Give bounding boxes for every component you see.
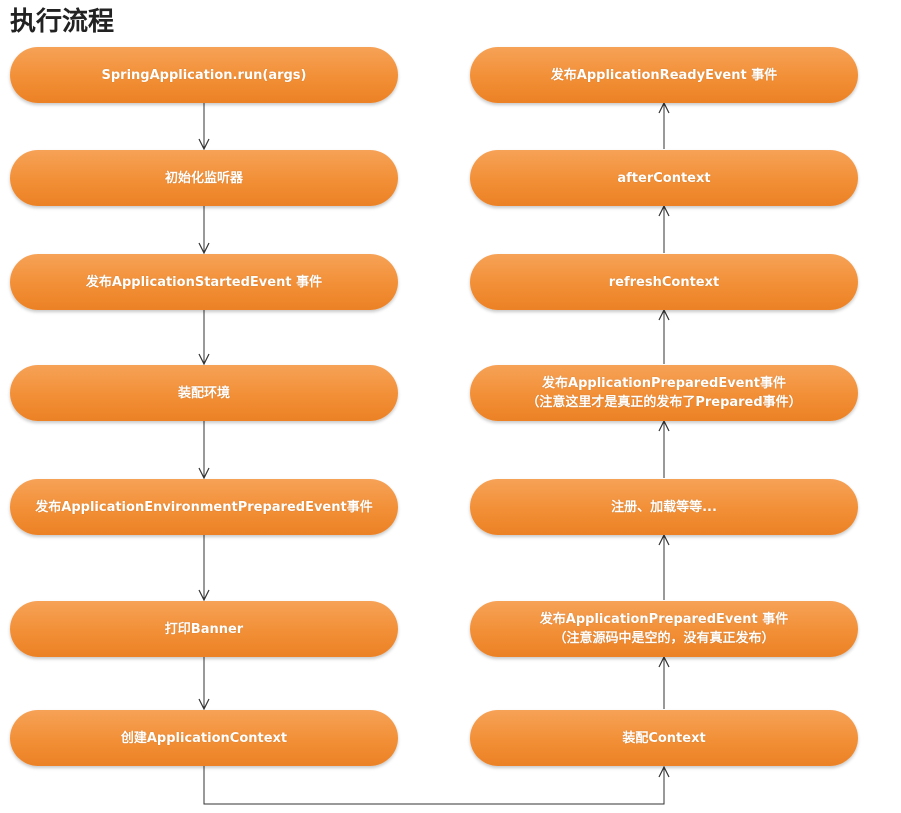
- arrow-bottom-connector: [203, 766, 664, 805]
- node-publish-environment-prepared-event: 发布ApplicationEnvironmentPreparedEvent事件: [10, 479, 398, 535]
- node-after-context: afterContext: [470, 150, 858, 206]
- node-prepare-environment: 装配环境: [10, 365, 398, 421]
- node-label: 发布ApplicationReadyEvent 事件: [550, 67, 778, 83]
- node-refresh-context: refreshContext: [470, 254, 858, 310]
- node-create-application-context: 创建ApplicationContext: [10, 710, 398, 766]
- page-title: 执行流程: [10, 7, 115, 37]
- node-init-listeners: 初始化监听器: [10, 150, 398, 206]
- node-prepare-context: 装配Context: [470, 710, 858, 766]
- node-note: （注意这里才是真正的发布了Prepared事件）: [526, 395, 802, 410]
- node-label: 发布ApplicationStartedEvent 事件: [85, 274, 323, 290]
- node-label: SpringApplication.run(args): [101, 67, 307, 83]
- node-register-load: 注册、加载等等...: [470, 479, 858, 535]
- node-label: 发布ApplicationPreparedEvent 事件: [539, 612, 789, 627]
- node-label: 装配Context: [622, 730, 706, 746]
- node-label: afterContext: [617, 170, 711, 186]
- node-label: 装配环境: [177, 385, 230, 401]
- node-print-banner: 打印Banner: [10, 601, 398, 657]
- node-label: refreshContext: [608, 274, 720, 290]
- node-label: 发布ApplicationPreparedEvent事件: [542, 376, 786, 391]
- node-publish-prepared-event-real: 发布ApplicationPreparedEvent事件 （注意这里才是真正的发…: [470, 365, 858, 421]
- node-label: 发布ApplicationEnvironmentPreparedEvent事件: [35, 499, 373, 515]
- node-publish-started-event: 发布ApplicationStartedEvent 事件: [10, 254, 398, 310]
- node-label: 打印Banner: [164, 621, 244, 637]
- node-label: 注册、加载等等...: [611, 499, 717, 515]
- node-publish-ready-event: 发布ApplicationReadyEvent 事件: [470, 47, 858, 103]
- node-label: 初始化监听器: [164, 170, 243, 186]
- node-note: （注意源码中是空的，没有真正发布）: [553, 631, 775, 646]
- node-spring-application-run: SpringApplication.run(args): [10, 47, 398, 103]
- node-label: 创建ApplicationContext: [120, 730, 288, 746]
- node-publish-prepared-event-empty: 发布ApplicationPreparedEvent 事件 （注意源码中是空的，…: [470, 601, 858, 657]
